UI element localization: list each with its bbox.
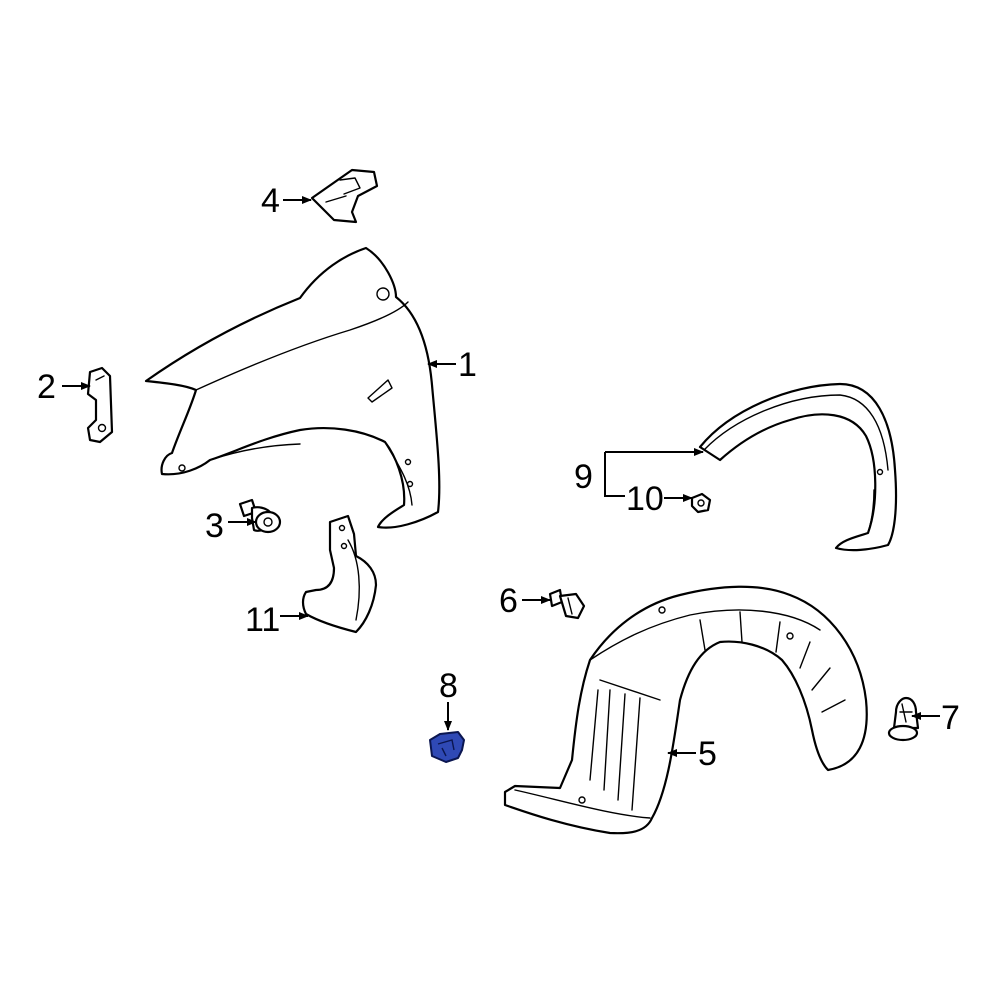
callout-11: 11 [245,601,280,639]
fender-liner-part[interactable] [503,585,868,835]
liner-retainer-part[interactable] [887,696,920,742]
callout-4: 4 [261,182,280,220]
fender-bracket-part[interactable] [86,366,114,444]
fender-bolt-part[interactable] [238,498,282,534]
callout-1: 1 [458,346,477,384]
flare-clip-part[interactable] [690,492,712,514]
highlighted-clip-part[interactable] [429,731,465,763]
wheel-flare-part[interactable] [698,382,898,552]
leader-9 [604,452,625,497]
callout-5: 5 [698,735,717,773]
front-fender-part[interactable] [144,246,441,529]
callout-2: 2 [37,368,56,406]
callout-6: 6 [499,582,518,620]
callout-8: 8 [439,667,458,705]
liner-clip-part[interactable] [548,588,586,620]
fender-trim-part[interactable] [310,168,379,224]
mud-guard-part[interactable] [301,514,378,634]
callout-9: 9 [574,458,593,496]
callout-3: 3 [205,507,224,545]
callout-7: 7 [941,699,960,737]
callout-10: 10 [626,480,664,518]
